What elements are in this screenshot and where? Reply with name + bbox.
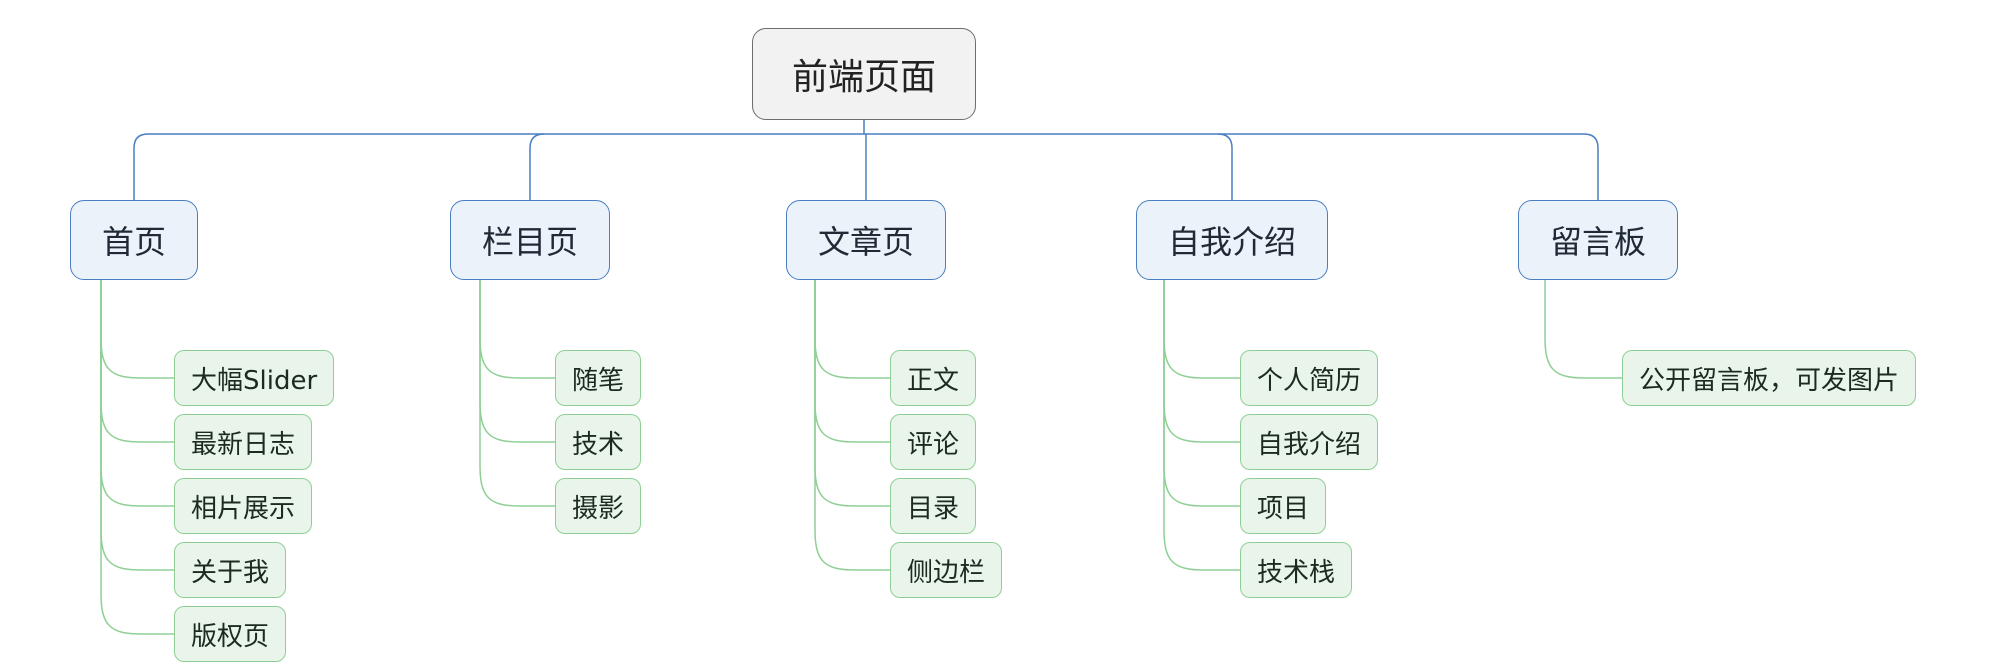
- subtopic-photo-gallery[interactable]: 相片展示: [174, 478, 313, 534]
- connector-topic-subtopic: [814, 280, 890, 379]
- connector-root-topic: [133, 133, 149, 200]
- topic-column-page[interactable]: 栏目页: [450, 200, 610, 280]
- topic-home[interactable]: 首页: [70, 200, 198, 280]
- subtopic-sidebar[interactable]: 侧边栏: [890, 542, 1003, 598]
- connector-root-topic: [1583, 133, 1599, 200]
- subtopic-projects[interactable]: 项目: [1240, 478, 1327, 534]
- connector-topic-subtopic: [814, 280, 890, 571]
- subtopic-latest-posts[interactable]: 最新日志: [174, 414, 313, 470]
- connector-root-topic: [529, 133, 545, 200]
- subtopic-comments[interactable]: 评论: [890, 414, 977, 470]
- connector-topic-subtopic: [1163, 280, 1240, 571]
- subtopic-resume[interactable]: 个人简历: [1240, 350, 1379, 406]
- connector-topic-subtopic: [814, 280, 890, 443]
- connector-topic-subtopic: [814, 280, 890, 507]
- connector-topic-subtopic: [100, 280, 174, 443]
- subtopic-toc[interactable]: 目录: [890, 478, 977, 534]
- connector-topic-subtopic: [100, 280, 174, 507]
- connector-topic-subtopic: [100, 280, 174, 379]
- connector-topic-subtopic: [1163, 280, 1240, 443]
- connector-topic-subtopic: [479, 280, 555, 507]
- connector-topic-subtopic: [479, 280, 555, 379]
- topic-guestbook[interactable]: 留言板: [1518, 200, 1678, 280]
- connector-topic-subtopic: [100, 280, 174, 635]
- subtopic-public-guestbook[interactable]: 公开留言板，可发图片: [1622, 350, 1917, 406]
- connector-topic-subtopic: [1544, 280, 1622, 379]
- subtopic-self-intro[interactable]: 自我介绍: [1240, 414, 1379, 470]
- connector-root-topic: [1217, 133, 1233, 200]
- root-node[interactable]: 前端页面: [752, 28, 976, 120]
- subtopic-tech[interactable]: 技术: [555, 414, 642, 470]
- connector-topic-subtopic: [479, 280, 555, 443]
- topic-article-page[interactable]: 文章页: [786, 200, 946, 280]
- subtopic-photography[interactable]: 摄影: [555, 478, 642, 534]
- subtopic-essays[interactable]: 随笔: [555, 350, 642, 406]
- topic-about-me[interactable]: 自我介绍: [1136, 200, 1328, 280]
- subtopic-slider[interactable]: 大幅Slider: [174, 350, 335, 406]
- connector-topic-subtopic: [1163, 280, 1240, 379]
- subtopic-copyright[interactable]: 版权页: [174, 606, 287, 662]
- subtopic-tech-stack[interactable]: 技术栈: [1240, 542, 1353, 598]
- connector-topic-subtopic: [1163, 280, 1240, 507]
- subtopic-about-me[interactable]: 关于我: [174, 542, 287, 598]
- subtopic-body-text[interactable]: 正文: [890, 350, 977, 406]
- connector-topic-subtopic: [100, 280, 174, 571]
